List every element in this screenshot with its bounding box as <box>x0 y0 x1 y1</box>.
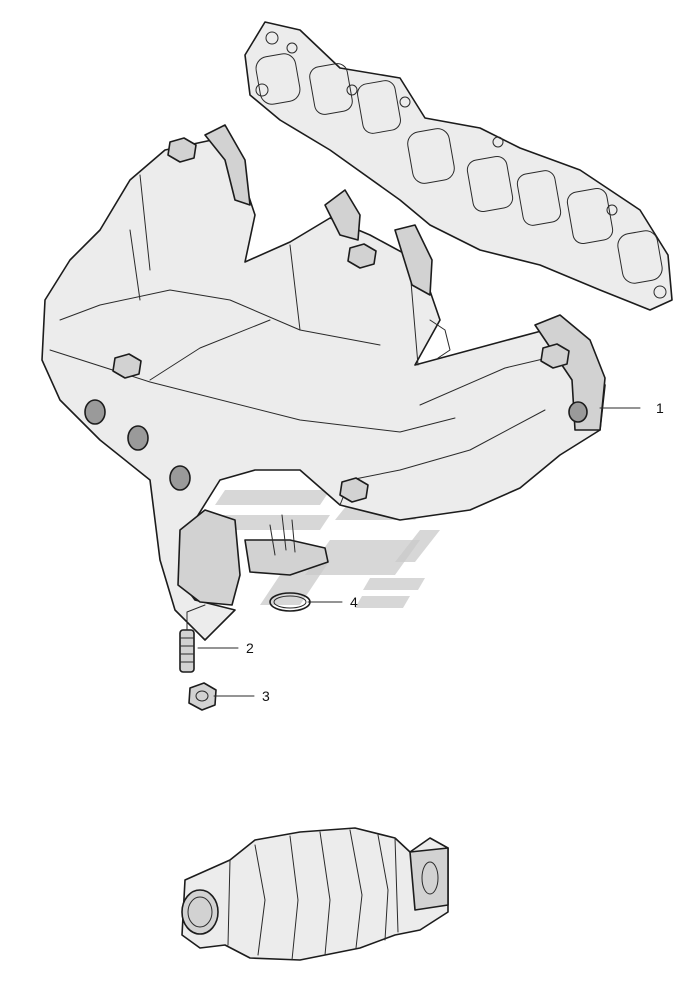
exhaust-manifold <box>41 124 606 641</box>
catalytic-converter <box>181 827 449 961</box>
callout-4: 4 <box>350 594 358 610</box>
stud <box>179 604 206 673</box>
callout-3: 3 <box>262 688 270 704</box>
callout-1: 1 <box>656 400 664 416</box>
leader-lines <box>197 407 641 697</box>
manifold-gasket <box>244 21 673 311</box>
nut <box>188 682 217 711</box>
manifold-nut <box>112 137 570 503</box>
callout-2: 2 <box>246 640 254 656</box>
